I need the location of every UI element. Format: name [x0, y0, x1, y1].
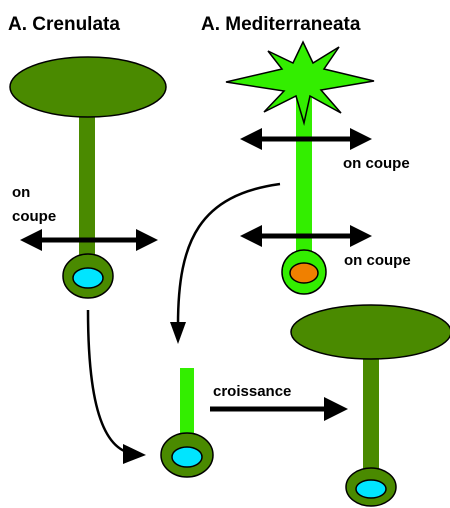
cut-arrow-mediterranea-top: [240, 128, 372, 150]
cut-arrow-crenulata: [20, 229, 158, 251]
growth-arrow: [210, 397, 348, 421]
cut-label-crenulata-line1: on: [12, 184, 30, 201]
crenulata-alga: [9, 56, 167, 299]
cut-label-mediterranea-bottom: on coupe: [344, 252, 411, 269]
result-cap: [290, 304, 450, 360]
crenulata-stalk: [79, 96, 95, 262]
result-alga: [290, 304, 450, 507]
title-mediterranea: A. Mediterraneata: [201, 14, 361, 35]
transfer-arrow-stalk: [170, 182, 281, 344]
title-crenulata: A. Crenulata: [8, 14, 120, 35]
crenulata-nucleus: [72, 267, 104, 289]
mediterranea-star-cap: [225, 40, 375, 126]
graft-stalk-mediterranea: [180, 368, 194, 436]
transfer-arrow-rhizoid: [86, 309, 146, 464]
mediterranea-stalk: [296, 88, 312, 264]
cut-label-mediterranea-top: on coupe: [343, 155, 410, 172]
result-stalk: [363, 348, 379, 472]
growth-label: croissance: [213, 383, 291, 400]
mediterranea-alga: [225, 40, 375, 295]
cut-label-crenulata-line2: coupe: [12, 208, 56, 225]
mediterranea-nucleus: [289, 262, 319, 284]
crenulata-cap: [9, 56, 167, 118]
result-nucleus: [355, 479, 387, 499]
cut-arrow-mediterranea-bottom: [240, 225, 372, 247]
graft-nucleus: [171, 446, 203, 468]
graft-alga: [160, 368, 214, 478]
